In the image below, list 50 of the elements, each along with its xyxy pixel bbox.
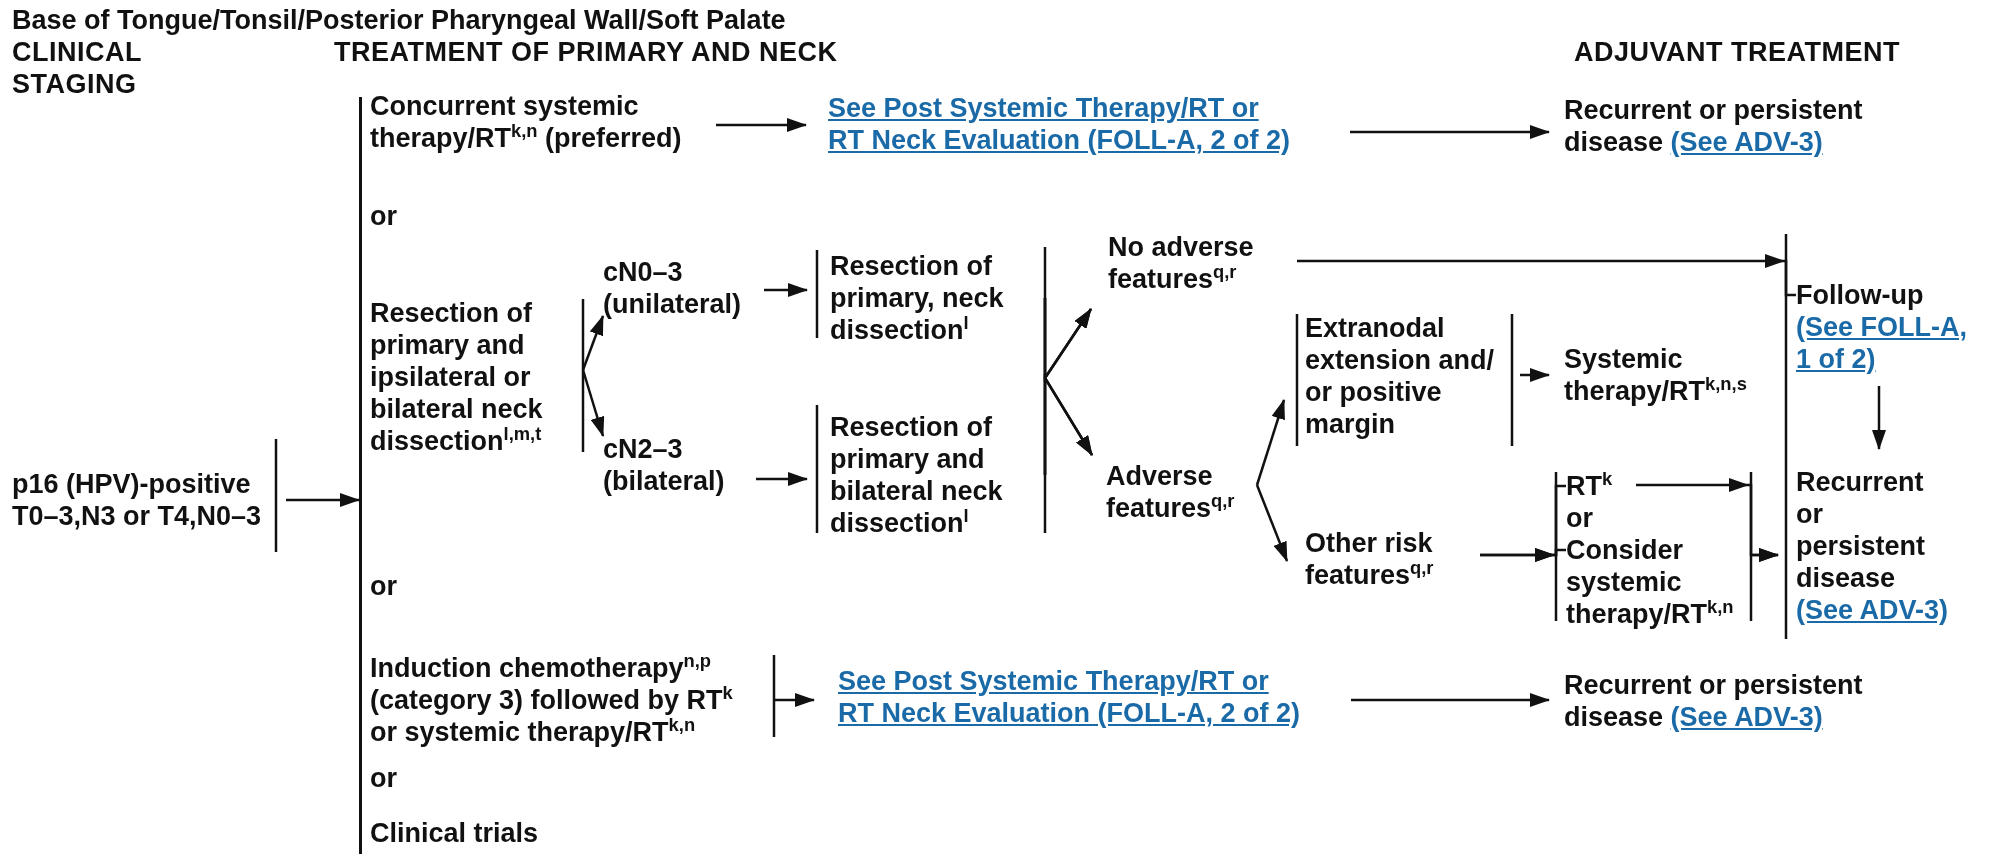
step-text: Follow-up <box>1796 279 1924 311</box>
arrow <box>1043 373 1094 475</box>
column-heading: TREATMENT OF PRIMARY AND NECK <box>334 36 838 68</box>
step-text: cN2–3 (bilateral) <box>603 433 756 497</box>
step-text: Resection of primary, neck dissection$^{l}$ <box>807 250 1045 346</box>
step-text: Recurrent or persistent disease (See ADV-3) <box>1564 669 1864 733</box>
arrow <box>775 693 815 707</box>
or-label: or <box>1566 502 1593 534</box>
arrow <box>1255 399 1286 486</box>
link: (See ADV-3) <box>1796 595 1949 625</box>
bracket-bar <box>359 97 362 854</box>
arrow <box>1872 386 1886 450</box>
arrow <box>1350 125 1550 139</box>
link: (See ADV-3) <box>1670 127 1823 157</box>
step-text: Resection of primary and bilateral neck dissection$^{l}$ <box>807 411 1045 539</box>
arrow <box>581 315 605 371</box>
or-label: or <box>370 200 397 232</box>
step-text: Concurrent systemic therapy/RT$^{k,n}$ (preferred) <box>370 90 716 154</box>
step-text: Resection of primary and ipsilateral or bilateral neck dissection$^{l,m,t}$ <box>370 297 583 457</box>
step-text: Systemic therapy/RT$^{k,n,s}$ <box>1549 343 1794 407</box>
step-text: Recurrent or persistent disease (See ADV-3) <box>1564 94 1864 158</box>
column-heading: CLINICAL STAGING <box>12 36 143 100</box>
column-heading: ADJUVANT TREATMENT <box>1574 36 1900 68</box>
step-text: Adverse features$^{q,r}$ <box>1092 452 1257 524</box>
or-label: or <box>370 570 397 602</box>
step-text: Induction chemotherapy$^{n,p}$ (category 3) followed by RT$^{k}$ or systemic therapy/RT$^{k,n}$ <box>370 652 775 748</box>
arrow <box>1255 484 1289 562</box>
arrow <box>1520 368 1550 382</box>
link: See Post Systemic Therapy/RT or RT Neck Evaluation (FOLL-A, 2 of 2) <box>814 665 1351 729</box>
link: (See FOLL-A, 1 of 2) <box>1796 311 1968 375</box>
arrow <box>756 472 808 486</box>
link: See Post Systemic Therapy/RT or RT Neck Evaluation (FOLL-A, 2 of 2) <box>806 92 1350 156</box>
step-text: No adverse features$^{q,r}$ <box>1091 231 1297 311</box>
link: (See ADV-3) <box>1670 702 1823 732</box>
step-text: Other risk features$^{q,r}$ <box>1287 527 1480 591</box>
or-label: or <box>370 762 397 794</box>
arrow <box>716 118 807 132</box>
step-text: p16 (HPV)-positive T0–3,N3 or T4,N0–3 <box>12 468 286 532</box>
step-text: cN0–3 (unilateral) <box>603 256 764 320</box>
arrow <box>1351 693 1550 707</box>
step-text: Extranodal extension and/ or positive margin <box>1284 312 1520 440</box>
step-text: Recurrent or persistent disease (See ADV-3) <box>1796 466 1946 626</box>
step-text: Clinical trials <box>370 817 620 849</box>
arrow <box>1751 548 1779 562</box>
step-text: Consider systemic therapy/RT$^{k,n}$ <box>1566 534 1751 630</box>
title: Base of Tongue/Tonsil/Posterior Pharyngeal Wall/Soft Palate <box>12 4 786 36</box>
arrow <box>286 493 360 507</box>
arrow <box>764 283 808 297</box>
step-text: RT$^{k}$ <box>1566 470 1636 502</box>
arrow <box>581 369 605 437</box>
